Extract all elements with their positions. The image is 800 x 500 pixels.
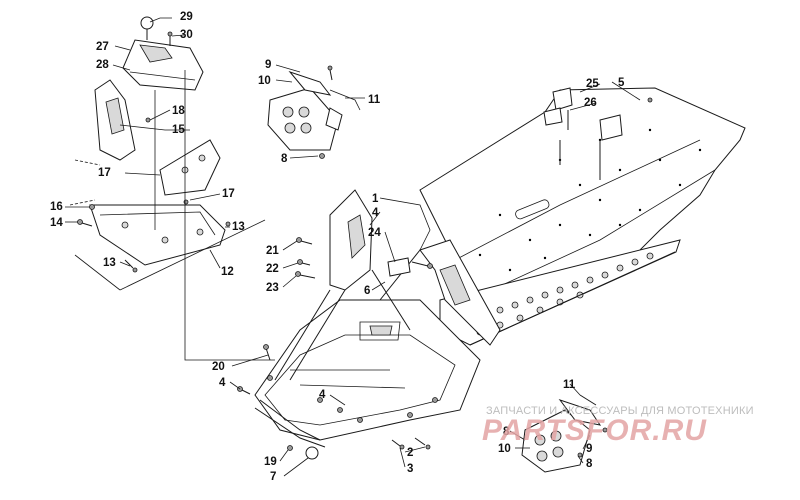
callout-4-b: 4 <box>219 377 226 389</box>
callout-13-b: 13 <box>103 257 116 269</box>
callout-14: 14 <box>50 217 63 229</box>
callout-25: 25 <box>586 78 599 90</box>
tunnel-assembly <box>419 87 746 346</box>
callout-11-a: 11 <box>368 94 381 106</box>
lower-bumper-bracket <box>521 394 608 473</box>
frame-bolts <box>267 375 438 423</box>
callout-22: 22 <box>266 263 279 275</box>
callout-8-b: 8 <box>503 426 510 438</box>
callout-labels: 29 30 27 28 18 15 17 17 16 14 13 13 12 9… <box>50 11 625 483</box>
seat-bracket-assembly <box>69 16 266 291</box>
callout-27: 27 <box>96 41 109 53</box>
callout-7: 7 <box>270 471 276 483</box>
callout-10-a: 10 <box>258 75 271 87</box>
callout-29: 29 <box>180 11 193 23</box>
callout-24: 24 <box>368 227 381 239</box>
callout-26: 26 <box>584 97 597 109</box>
callout-1: 1 <box>372 193 379 205</box>
callout-8-a: 8 <box>281 153 288 165</box>
callout-3: 3 <box>407 463 413 475</box>
callout-5: 5 <box>618 77 625 89</box>
callout-18: 18 <box>172 105 185 117</box>
callout-8-c: 8 <box>586 458 593 470</box>
watermark-logo: PARTSFOR.RU <box>482 414 707 447</box>
callout-4-c: 4 <box>319 389 326 401</box>
callout-2: 2 <box>407 447 413 459</box>
upper-bumper-bracket <box>267 65 361 159</box>
rear-hardware <box>543 87 653 180</box>
callout-16: 16 <box>50 201 63 213</box>
callout-30: 30 <box>180 29 193 41</box>
callout-9-a: 9 <box>265 59 271 71</box>
callout-12: 12 <box>221 266 234 278</box>
callout-20: 20 <box>212 361 225 373</box>
watermark-caption: ЗАПЧАСТИ И АКСЕССУАРЫ ДЛЯ МОТОТЕХНИКИ <box>486 405 754 417</box>
callout-17-b: 17 <box>222 188 235 200</box>
callout-15: 15 <box>172 124 185 136</box>
callout-10-b: 10 <box>498 443 511 455</box>
leader-line-b <box>184 70 275 361</box>
callout-23: 23 <box>266 282 279 294</box>
leader-lines <box>65 17 641 477</box>
callout-11-b: 11 <box>563 379 576 391</box>
callout-13-a: 13 <box>232 221 245 233</box>
front-hardware <box>237 237 433 460</box>
callout-9-b: 9 <box>586 443 592 455</box>
callout-21: 21 <box>266 245 279 257</box>
callout-6: 6 <box>364 285 370 297</box>
tunnel-rivets <box>478 128 702 272</box>
callout-19: 19 <box>264 456 277 468</box>
callout-4-a: 4 <box>372 207 379 219</box>
callout-17-a: 17 <box>98 167 111 179</box>
front-frame <box>254 189 501 448</box>
callout-28: 28 <box>96 59 109 71</box>
